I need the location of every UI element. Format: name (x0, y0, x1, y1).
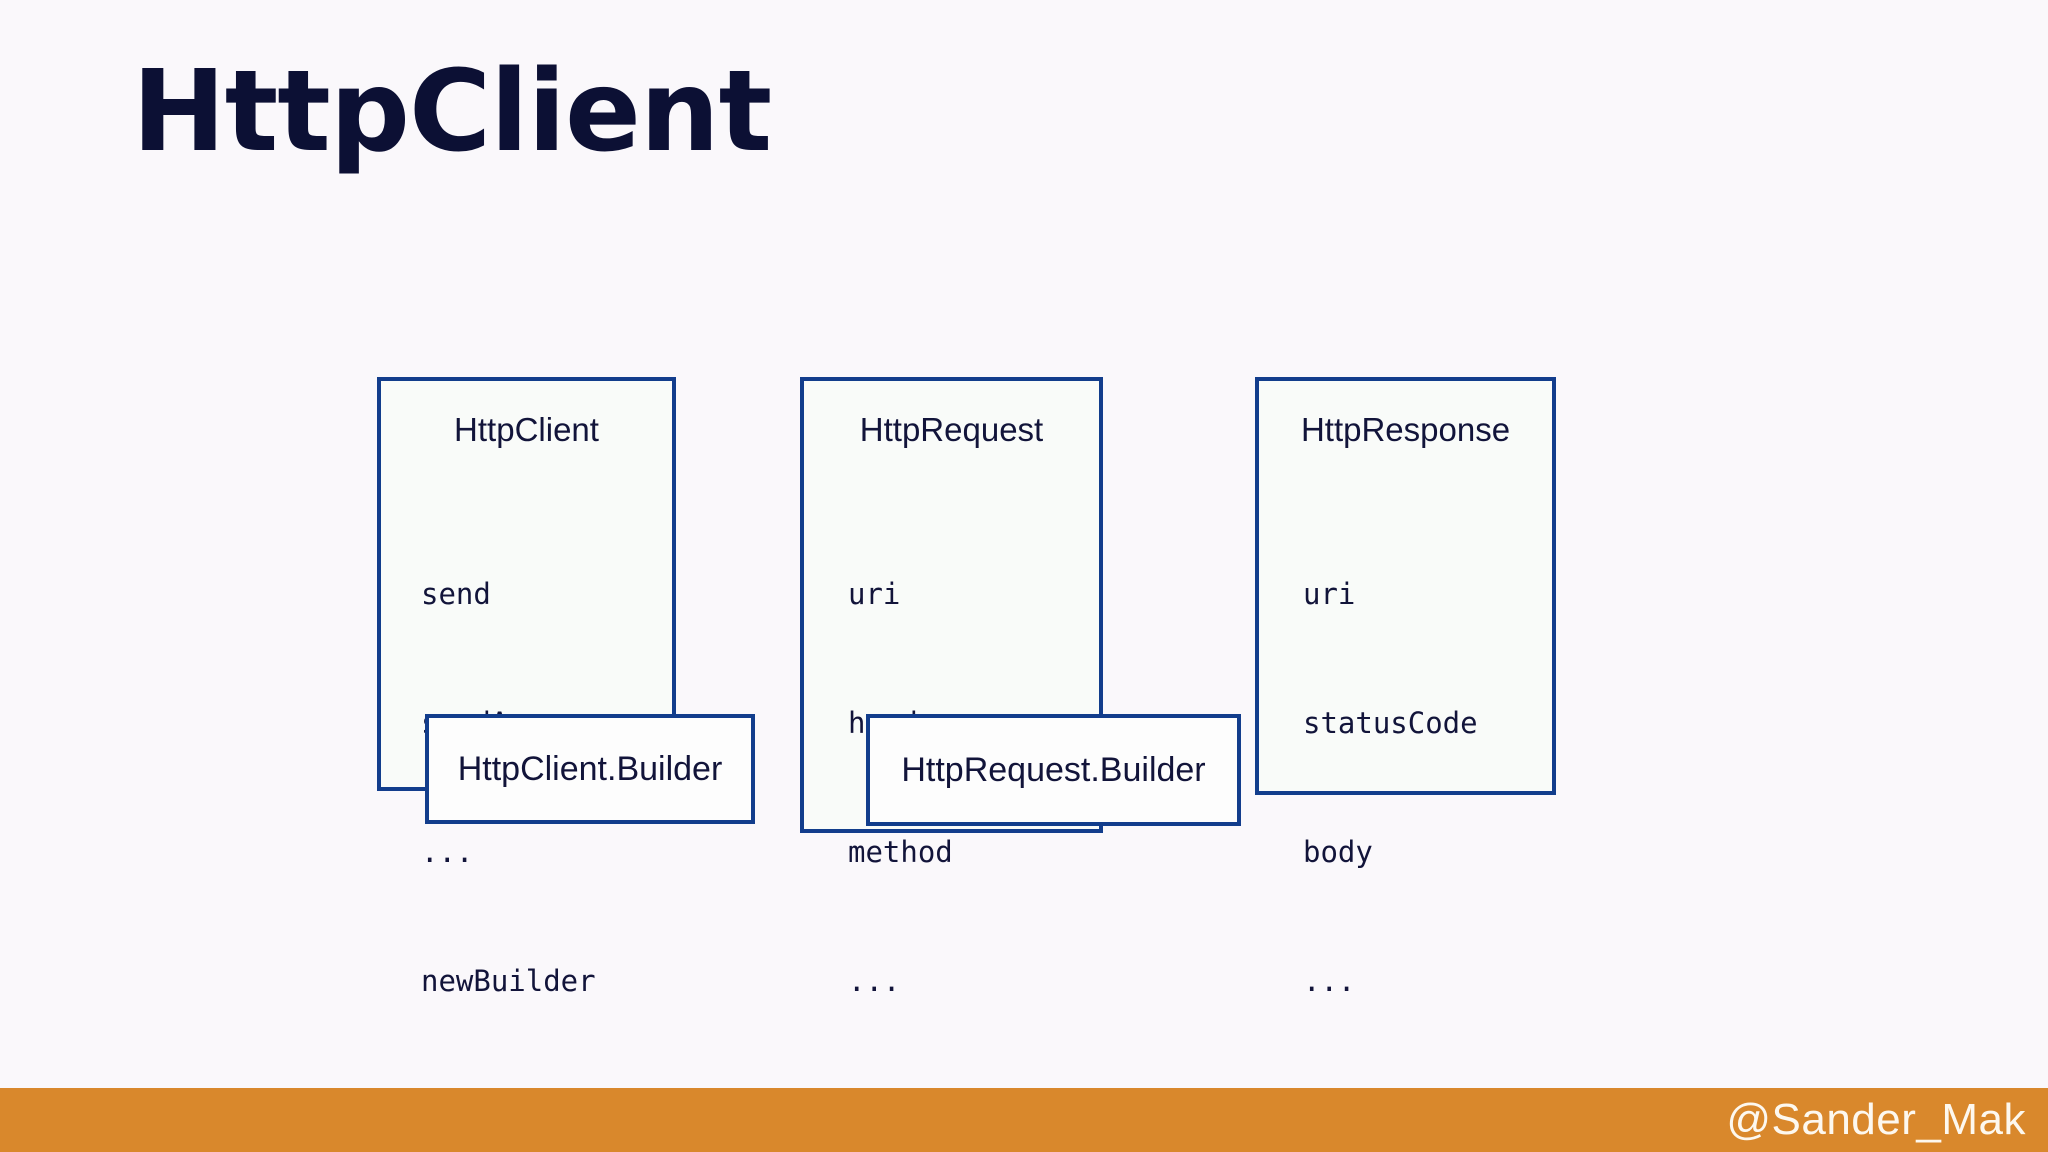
page-title: HttpClient (132, 47, 772, 177)
class-box-title: HttpRequest (859, 411, 1044, 448)
footer-bar: @Sander_Mak (0, 1088, 2048, 1152)
member-item: statusCode (1303, 706, 1478, 740)
member-item: newBuilder (421, 964, 596, 998)
builder-box-label: HttpClient.Builder (457, 749, 723, 788)
member-item: uri (1303, 577, 1356, 611)
member-item: uri (848, 577, 901, 611)
member-item: send (421, 577, 491, 611)
member-item: ... (1303, 964, 1356, 998)
builder-box-label: HttpRequest.Builder (901, 750, 1206, 789)
member-item: body (1303, 835, 1373, 869)
builder-box-httprequest-builder: HttpRequest.Builder (866, 714, 1241, 826)
class-box-members: uri statusCode body ... (1303, 487, 1478, 1089)
class-box-httpresponse: HttpResponse uri statusCode body ... (1255, 377, 1556, 998)
class-box-title: HttpClient (454, 411, 599, 448)
footer-handle: @Sander_Mak (1726, 1095, 2026, 1144)
member-item: method (848, 835, 953, 869)
builder-box-httpclient-builder: HttpClient.Builder (425, 714, 755, 824)
member-item: ... (421, 835, 474, 869)
member-item: ... (848, 964, 901, 998)
class-box-title: HttpResponse (1300, 411, 1511, 448)
